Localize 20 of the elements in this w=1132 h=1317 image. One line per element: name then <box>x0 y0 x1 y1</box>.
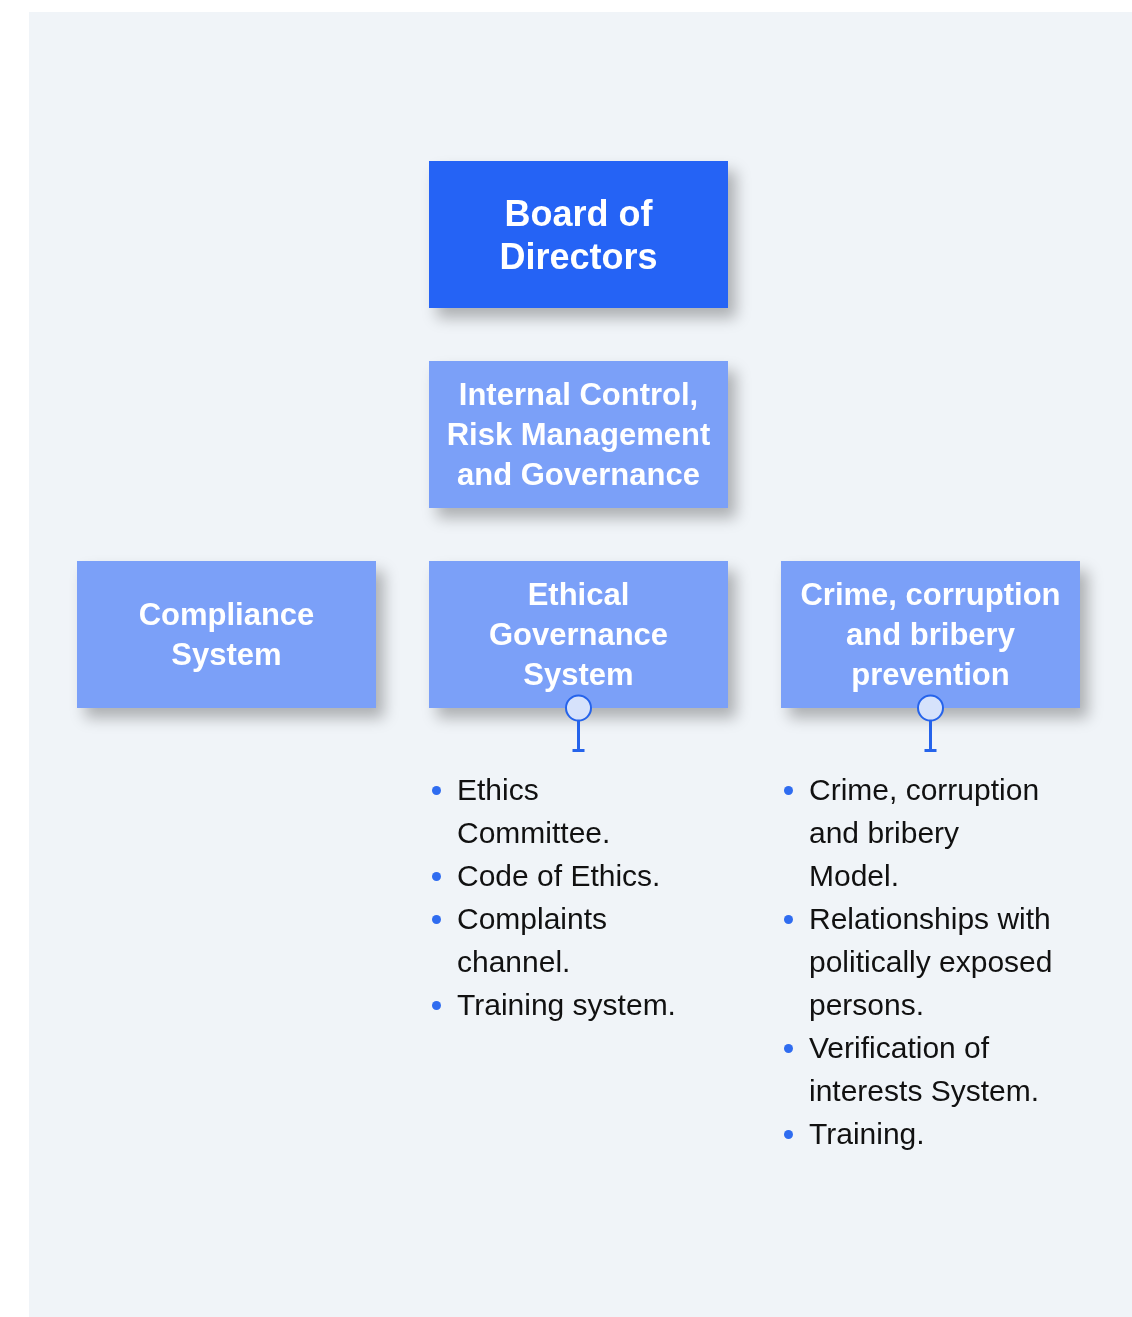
bullet-item: Training. <box>782 1112 1054 1155</box>
box-label: Compliance System <box>137 595 316 674</box>
connector <box>917 694 944 752</box>
bullet-item: Training system. <box>430 983 689 1026</box>
box-label: Ethical Governance System <box>487 575 670 694</box>
process-box <box>429 361 728 508</box>
bullet-item: Verification of interests System. <box>782 1026 1054 1112</box>
process-box <box>429 561 728 708</box>
bullet-item: Complaints channel. <box>430 897 689 983</box>
bullet-item: Crime, corruption and bribery Model. <box>782 768 1054 897</box>
header-box <box>429 161 728 308</box>
bullet-item: Ethics Committee. <box>430 768 689 854</box>
box-label: Board of Directors <box>498 191 659 278</box>
process-box <box>781 561 1080 708</box>
bullet-item: Code of Ethics. <box>430 854 689 897</box>
box-label: Internal Control, Risk Management and Governance <box>445 375 712 494</box>
process-box <box>77 561 376 708</box>
bullet-item: Relationships with politically exposed persons. <box>782 897 1054 1026</box>
connector <box>565 694 592 752</box>
box-label: Crime, corruption and bribery prevention <box>799 575 1062 694</box>
